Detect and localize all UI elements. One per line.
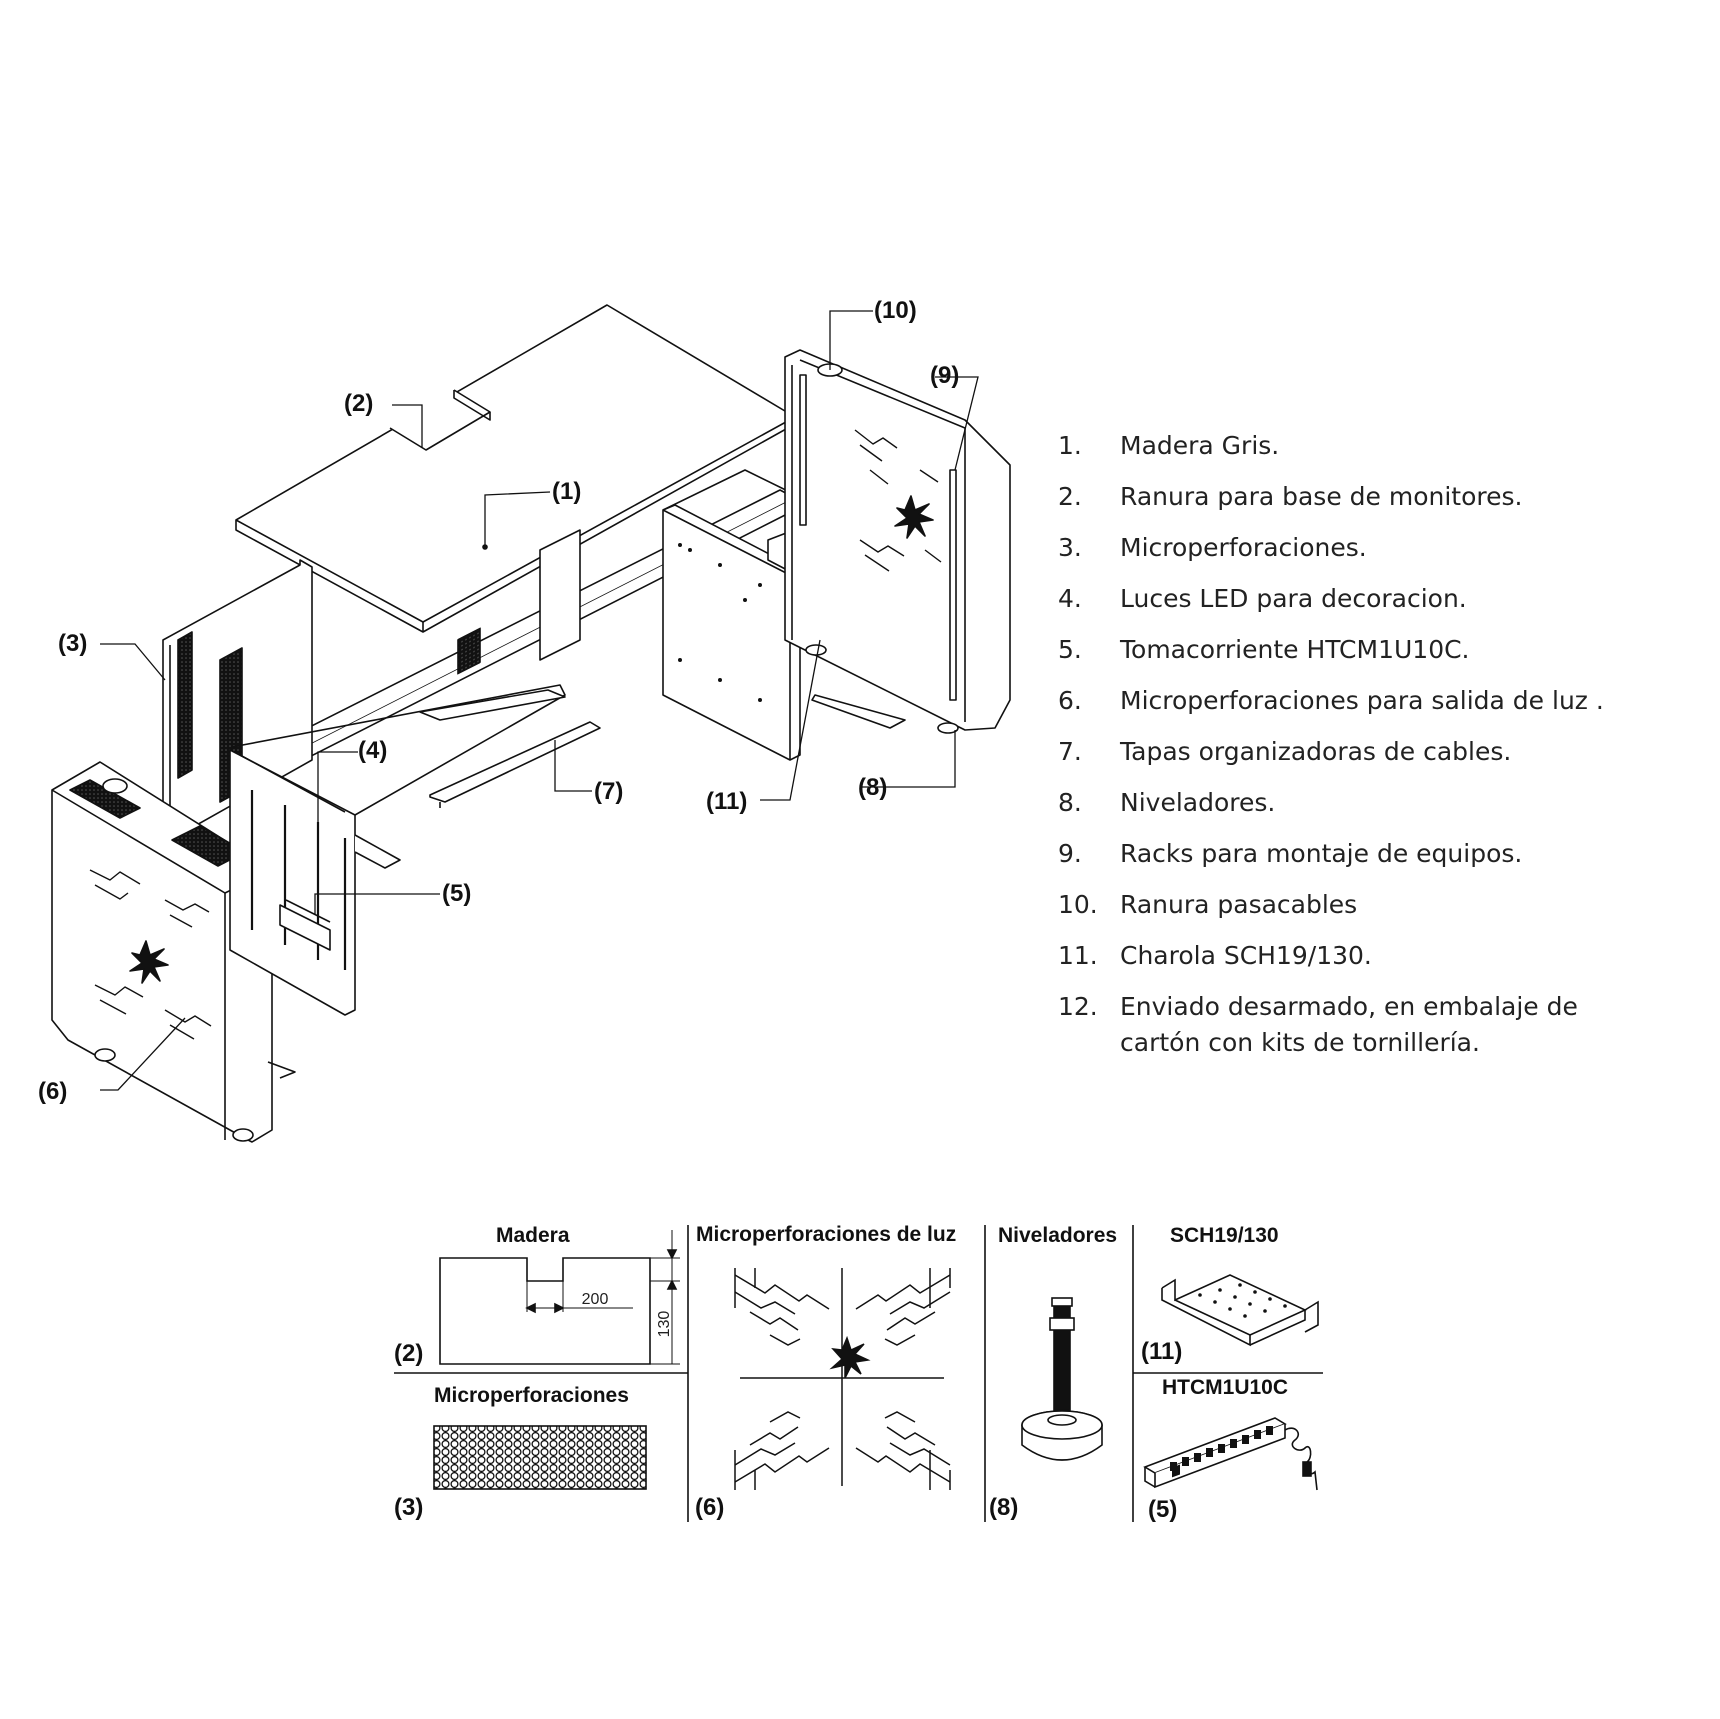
charola-title: SCH19/130 [1170,1224,1279,1247]
hex-perforation-sample [433,1425,647,1490]
legend-item: 11.Charola SCH19/130. [1058,941,1372,970]
legend-item: 7.Tapas organizadoras de cables. [1058,737,1512,766]
legend-item: 10.Ranura pasacables [1058,890,1358,919]
niveladores-ref: (8) [989,1494,1019,1521]
madera-ref: (2) [394,1340,424,1367]
power-strip-detail [1143,1417,1318,1491]
cable-cover-tray [419,689,601,808]
light-perforation-pattern [734,1268,951,1490]
callout-9: (9) [930,362,960,389]
right-rack-pedestal [784,349,1011,734]
legend-item: 2.Ranura para base de monitores. [1058,482,1523,511]
madera-title: Madera [496,1224,570,1247]
callout-3: (3) [58,630,88,657]
callout-6: (6) [38,1078,68,1105]
legend-item: 12.Enviado desarmado, en embalaje de car… [1058,992,1578,1057]
charola-ref: (11) [1141,1338,1183,1365]
rack-tray-detail [1161,1274,1319,1347]
callout-10: (10) [874,297,917,324]
center-divider-panel [662,469,801,761]
legend-item: 5.Tomacorriente HTCM1U10C. [1058,635,1470,664]
leader-lines [100,310,979,1091]
madera-detail [439,1230,680,1365]
callout-4: (4) [358,737,388,764]
front-left-panel [51,761,273,1143]
microperforaciones-title: Microperforaciones [434,1384,629,1407]
callout-5: (5) [442,880,472,907]
microperforaciones-luz-title: Microperforaciones de luz [696,1223,957,1246]
legend-item: 8.Niveladores. [1058,788,1276,817]
legend-item: 6.Microperforaciones para salida de luz … [1058,686,1604,715]
callout-8: (8) [858,774,888,801]
leveler-foot [1021,1297,1103,1461]
parts-legend: 1.Madera Gris. 2.Ranura para base de mon… [1058,428,1698,1076]
table-top [235,304,796,633]
legend-item: 3.Microperforaciones. [1058,533,1367,562]
left-side-panel [162,559,313,841]
callout-7: (7) [594,778,624,805]
tomacorriente-ref: (5) [1148,1496,1178,1523]
microperforaciones-luz-ref: (6) [695,1494,725,1521]
microperforaciones-ref: (3) [394,1494,424,1521]
callout-2: (2) [344,390,374,417]
legend-item: 9.Racks para montaje de equipos. [1058,839,1523,868]
dim-depth-label: 130 [656,1311,673,1338]
legend-item: 1.Madera Gris. [1058,431,1280,460]
callout-11: (11) [706,788,748,815]
niveladores-title: Niveladores [998,1224,1118,1247]
inner-led-frame [229,684,566,1079]
callout-1: (1) [552,478,582,505]
legend-item: 4.Luces LED para decoracion. [1058,584,1467,613]
tomacorriente-title: HTCM1U10C [1162,1376,1289,1399]
dim-width-label: 200 [582,1291,609,1308]
